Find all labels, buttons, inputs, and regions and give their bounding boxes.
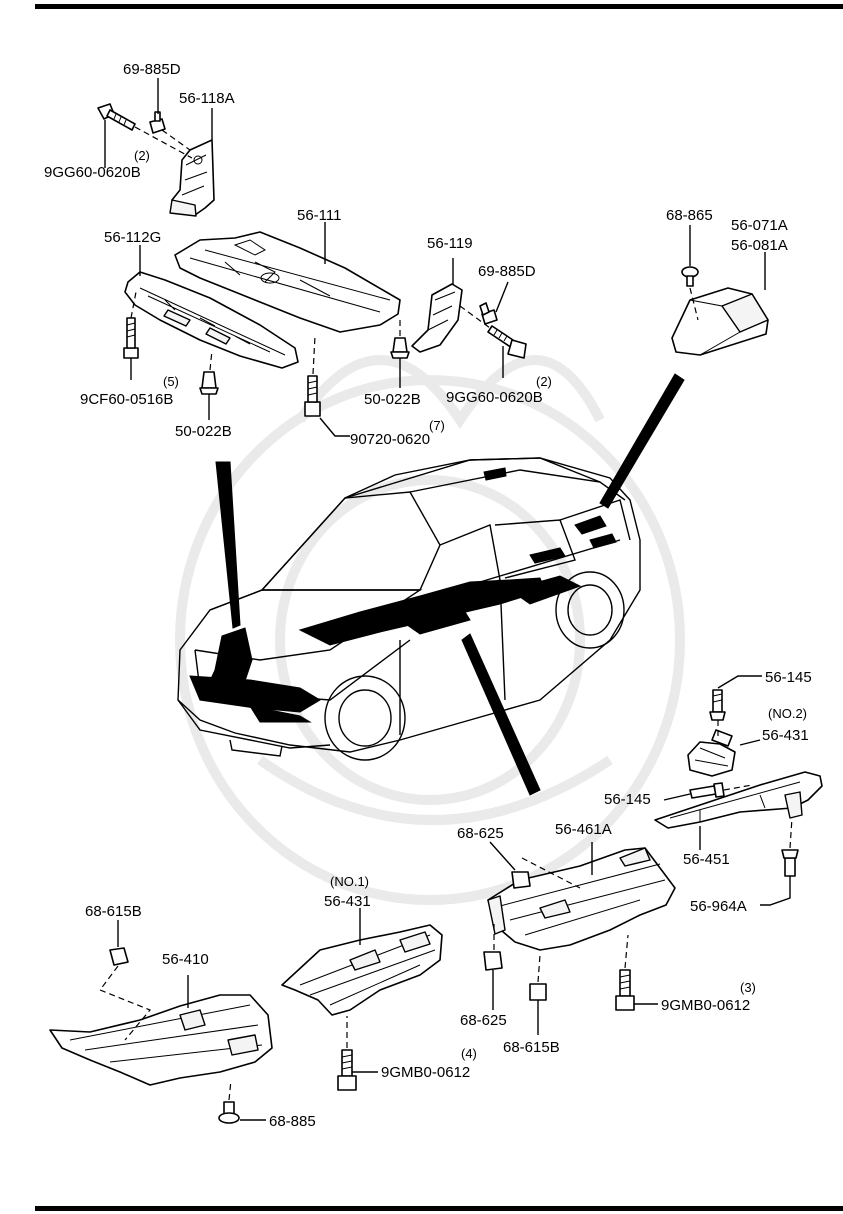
bracket-56-119 xyxy=(411,283,463,353)
label-qty-7: (7) xyxy=(429,418,445,433)
label-qty-2-right: (2) xyxy=(536,374,552,389)
label-9CF60-0516B: 9CF60-0516B xyxy=(80,391,173,408)
vehicle-body xyxy=(177,457,641,761)
label-no1: (NO.1) xyxy=(330,874,369,889)
label-68-625-bot: 68-625 xyxy=(460,1012,507,1029)
nut-68-625-top xyxy=(511,871,531,889)
bolt-9GMB0-left xyxy=(337,1049,357,1091)
label-56-410: 56-410 xyxy=(162,951,209,968)
clip-69-885D-top xyxy=(149,111,166,134)
clip-68-885 xyxy=(218,1101,240,1124)
label-68-885: 68-885 xyxy=(269,1113,316,1130)
nut-68-615B-left xyxy=(109,947,129,966)
leader-arrow-front xyxy=(215,461,241,629)
bolt-9CF60 xyxy=(123,317,139,359)
bolt-9GMB0-right xyxy=(615,969,635,1011)
bolt-9GG60-left xyxy=(97,103,136,131)
bolt-56-145-top xyxy=(709,689,726,721)
leader-arrow-under xyxy=(461,633,541,796)
cover-56-071A xyxy=(671,287,769,356)
clip-56-964A xyxy=(781,849,799,877)
bolt-90720 xyxy=(304,375,321,417)
label-9GMB0-0612-right: 9GMB0-0612 xyxy=(661,997,750,1014)
label-9GMB0-0612-left: 9GMB0-0612 xyxy=(381,1064,470,1081)
clip-69-885D-right xyxy=(479,302,498,325)
bracket-56-118A xyxy=(169,139,215,217)
label-qty-4: (4) xyxy=(461,1046,477,1061)
clip-50-022B-right xyxy=(390,337,410,359)
label-56-118A: 56-118A xyxy=(179,90,235,107)
label-56-451: 56-451 xyxy=(683,851,730,868)
label-68-625-top: 68-625 xyxy=(457,825,504,842)
label-qty-5: (5) xyxy=(163,374,179,389)
heat-insulator-56-461A xyxy=(487,847,676,951)
label-56-119: 56-119 xyxy=(427,235,473,252)
label-56-461A: 56-461A xyxy=(555,821,612,838)
nut-68-615B-right xyxy=(529,983,547,1001)
label-no2: (NO.2) xyxy=(768,706,807,721)
label-56-111: 56-111 xyxy=(297,207,341,224)
label-qty-3: (3) xyxy=(740,980,756,995)
nut-68-625-bot xyxy=(483,951,503,971)
label-50-022B-left: 50-022B xyxy=(175,423,232,440)
member-56-451 xyxy=(654,771,823,829)
label-90720-0620: 90720-0620 xyxy=(350,431,430,448)
label-68-615B-left: 68-615B xyxy=(85,903,142,920)
label-56-431-no1: 56-431 xyxy=(324,893,371,910)
label-56-081A: 56-081A xyxy=(731,237,788,254)
label-56-112G: 56-112G xyxy=(104,229,161,246)
heat-insulator-56-431-no2 xyxy=(687,729,736,777)
bolt-9GG60-right xyxy=(487,325,527,359)
bolt-56-145-mid xyxy=(689,782,725,799)
label-56-145-top: 56-145 xyxy=(765,669,812,686)
label-68-865: 68-865 xyxy=(666,207,713,224)
watermark xyxy=(175,355,685,905)
label-9GG60-0620B-left: 9GG60-0620B xyxy=(44,164,141,181)
label-68-615B-right: 68-615B xyxy=(503,1039,560,1056)
bottom-rule xyxy=(35,1206,843,1211)
clip-68-865 xyxy=(681,266,699,287)
label-56-145-mid: 56-145 xyxy=(604,791,651,808)
heat-insulator-56-431-no1 xyxy=(281,924,443,1016)
top-rule xyxy=(35,4,843,9)
label-9GG60-0620B-right: 9GG60-0620B xyxy=(446,389,543,406)
splash-shield-56-112G xyxy=(124,271,299,369)
clip-50-022B-left xyxy=(199,371,219,395)
label-50-022B-right: 50-022B xyxy=(364,391,421,408)
label-56-964A: 56-964A xyxy=(690,898,747,915)
label-qty-2-left: (2) xyxy=(134,148,150,163)
label-56-071A: 56-071A xyxy=(731,217,788,234)
label-69-885D-top: 69-885D xyxy=(123,61,181,78)
label-56-431-no2: 56-431 xyxy=(762,727,809,744)
under-cover-56-111 xyxy=(174,231,401,333)
heat-insulator-56-410 xyxy=(49,994,273,1086)
label-69-885D-right: 69-885D xyxy=(478,263,536,280)
leader-arrow-rear xyxy=(599,373,685,509)
